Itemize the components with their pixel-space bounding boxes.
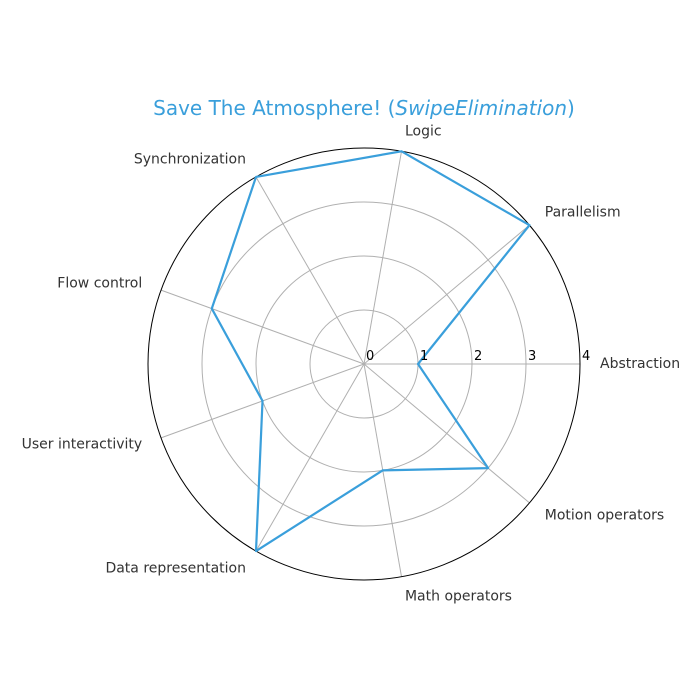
spoke-line <box>363 224 530 365</box>
labels: Abstraction Parallelism LogicSynchronizati… <box>22 124 680 605</box>
radial-tick-label: 3 <box>528 349 536 364</box>
category-label: Logic <box>405 124 442 140</box>
radial-tick-label: 1 <box>420 349 428 364</box>
category-label: Motion operators <box>545 508 664 524</box>
category-label: Math operators <box>405 588 512 604</box>
radial-tick-label: 2 <box>474 349 482 364</box>
category-label: User interactivity <box>22 437 143 453</box>
spoke-line <box>363 151 403 365</box>
spoke-line <box>160 289 365 365</box>
spoke-line <box>363 363 530 504</box>
category-label: Parallelism <box>545 204 621 220</box>
chart-title: Save The Atmosphere! (SwipeElimination) <box>153 96 575 120</box>
radial-tick-label: 4 <box>582 349 590 364</box>
spoke-line <box>255 363 365 552</box>
outer-frame <box>147 147 581 581</box>
category-label: Abstraction <box>600 356 680 372</box>
series-line <box>210 150 531 553</box>
category-label: Synchronization <box>134 152 246 168</box>
series <box>210 150 531 553</box>
radial-tick-label: 0 <box>366 349 374 364</box>
category-label: Data representation <box>105 560 246 576</box>
category-label: Flow control <box>57 275 142 291</box>
spoke-line <box>255 176 365 365</box>
grid <box>147 147 581 581</box>
